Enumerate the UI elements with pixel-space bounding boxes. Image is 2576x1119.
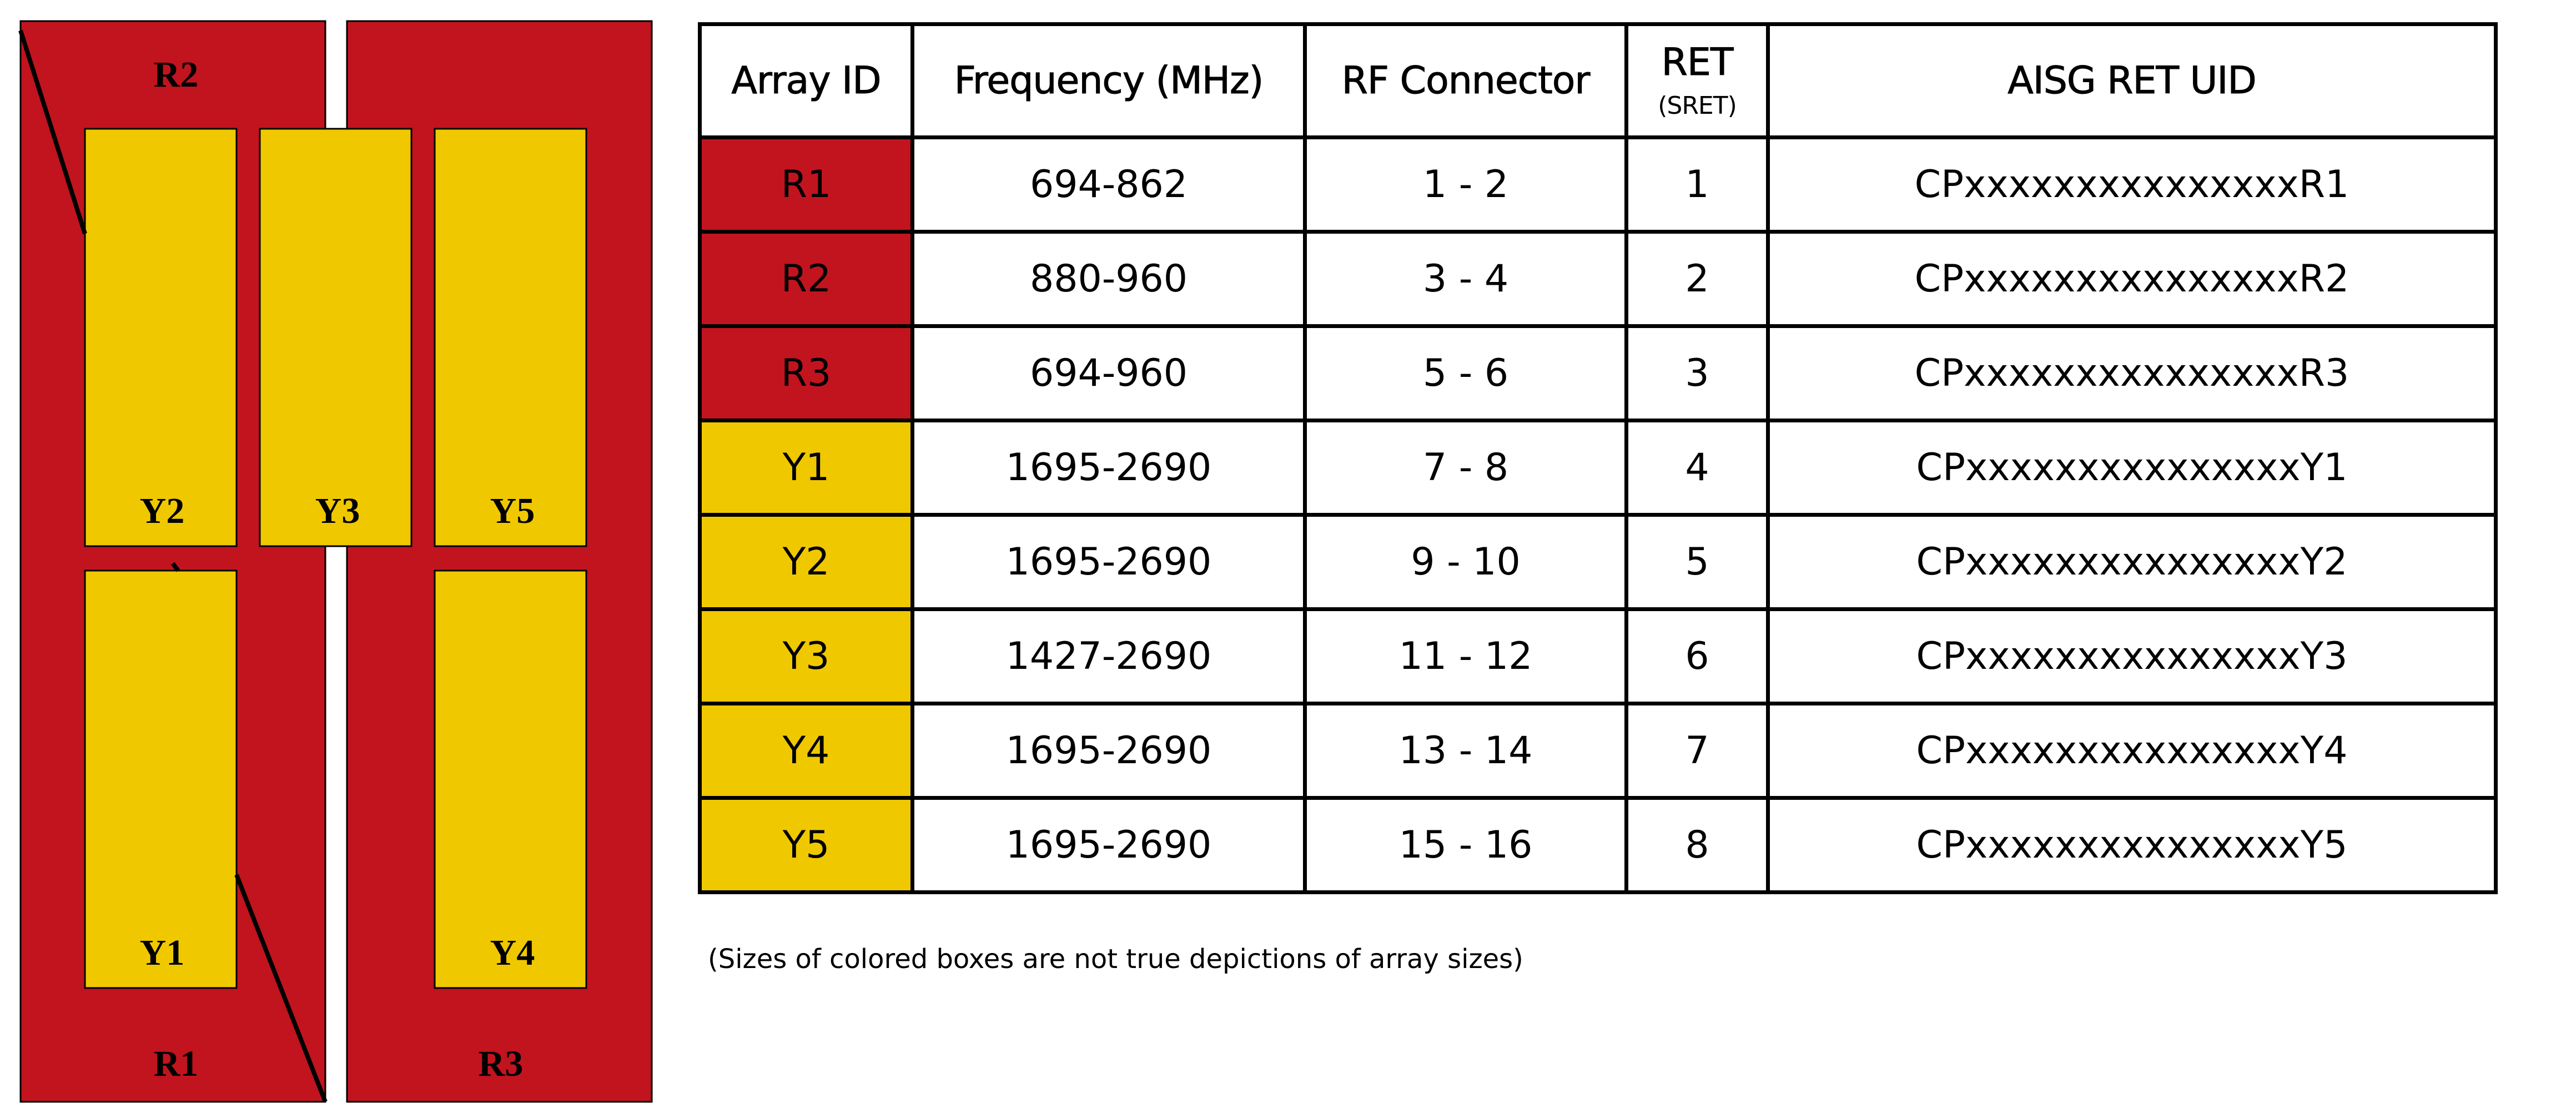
cell-array-id: Y4 [698, 702, 914, 800]
cell-frequency: 1695-2690 [910, 419, 1307, 517]
array-y4-box [434, 569, 587, 989]
header-uid: AISG RET UID [1766, 22, 2498, 139]
cell-ret: 7 [1624, 702, 1770, 800]
cell-ret: 3 [1624, 324, 1770, 422]
cell-array-id: Y5 [698, 796, 914, 894]
cell-frequency: 694-960 [910, 324, 1307, 422]
header-ret-label: RET [1661, 40, 1734, 84]
label-r2: R2 [154, 54, 199, 95]
cell-ret: 4 [1624, 419, 1770, 517]
header-frequency: Frequency (MHz) [910, 22, 1307, 139]
cell-rf-connector: 3 - 4 [1303, 230, 1628, 328]
label-y3: Y3 [315, 491, 360, 531]
cell-rf-connector: 9 - 10 [1303, 513, 1628, 611]
array-y5-box [434, 128, 587, 547]
cell-rf-connector: 1 - 2 [1303, 135, 1628, 234]
array-y2-box [84, 128, 238, 547]
header-ret: RET (SRET) [1624, 22, 1770, 139]
r1-r2-divider-line-bottom [234, 874, 328, 1103]
footnote: (Sizes of colored boxes are not true dep… [708, 944, 1523, 975]
cell-frequency: 1695-2690 [910, 702, 1307, 800]
cell-ret: 2 [1624, 230, 1770, 328]
label-y4: Y4 [490, 932, 535, 973]
cell-uid: CPxxxxxxxxxxxxxxxY4 [1766, 702, 2498, 800]
cell-array-id: R2 [698, 230, 914, 328]
cell-rf-connector: 13 - 14 [1303, 702, 1628, 800]
cell-frequency: 1695-2690 [910, 796, 1307, 894]
cell-rf-connector: 5 - 6 [1303, 324, 1628, 422]
cell-array-id: Y2 [698, 513, 914, 611]
array-y1-box [84, 569, 238, 989]
label-r3: R3 [479, 1044, 524, 1084]
cell-rf-connector: 11 - 12 [1303, 607, 1628, 705]
cell-rf-connector: 7 - 8 [1303, 419, 1628, 517]
cell-frequency: 694-862 [910, 135, 1307, 234]
header-rf-connector: RF Connector [1303, 22, 1628, 139]
cell-frequency: 880-960 [910, 230, 1307, 328]
cell-ret: 6 [1624, 607, 1770, 705]
cell-uid: CPxxxxxxxxxxxxxxxY3 [1766, 607, 2498, 705]
header-array-id: Array ID [698, 22, 914, 139]
cell-uid: CPxxxxxxxxxxxxxxxR2 [1766, 230, 2498, 328]
cell-rf-connector: 15 - 16 [1303, 796, 1628, 894]
label-y1: Y1 [140, 932, 185, 973]
cell-frequency: 1427-2690 [910, 607, 1307, 705]
header-ret-sublabel: (SRET) [1658, 91, 1737, 120]
cell-ret: 8 [1624, 796, 1770, 894]
cell-array-id: R1 [698, 135, 914, 234]
table-header-row: Array ID Frequency (MHz) RF Connector RE… [698, 22, 2498, 139]
antenna-array-diagram: R2 Y2 Y3 Y5 Y1 Y4 R1 R3 [18, 20, 653, 1103]
array-y3-box [259, 128, 412, 547]
r1-r2-divider-line-mid [170, 562, 180, 572]
label-y2: Y2 [140, 491, 185, 531]
label-y5: Y5 [490, 491, 535, 531]
cell-uid: CPxxxxxxxxxxxxxxxY2 [1766, 513, 2498, 611]
cell-uid: CPxxxxxxxxxxxxxxxY5 [1766, 796, 2498, 894]
cell-ret: 1 [1624, 135, 1770, 234]
cell-uid: CPxxxxxxxxxxxxxxxR3 [1766, 324, 2498, 422]
cell-ret: 5 [1624, 513, 1770, 611]
label-r1: R1 [154, 1044, 199, 1084]
cell-array-id: R3 [698, 324, 914, 422]
cell-uid: CPxxxxxxxxxxxxxxxY1 [1766, 419, 2498, 517]
cell-array-id: Y3 [698, 607, 914, 705]
array-table: Array ID Frequency (MHz) RF Connector RE… [698, 22, 2498, 894]
cell-array-id: Y1 [698, 419, 914, 517]
r1-r2-divider-line-top [18, 29, 87, 235]
cell-frequency: 1695-2690 [910, 513, 1307, 611]
cell-uid: CPxxxxxxxxxxxxxxxR1 [1766, 135, 2498, 234]
